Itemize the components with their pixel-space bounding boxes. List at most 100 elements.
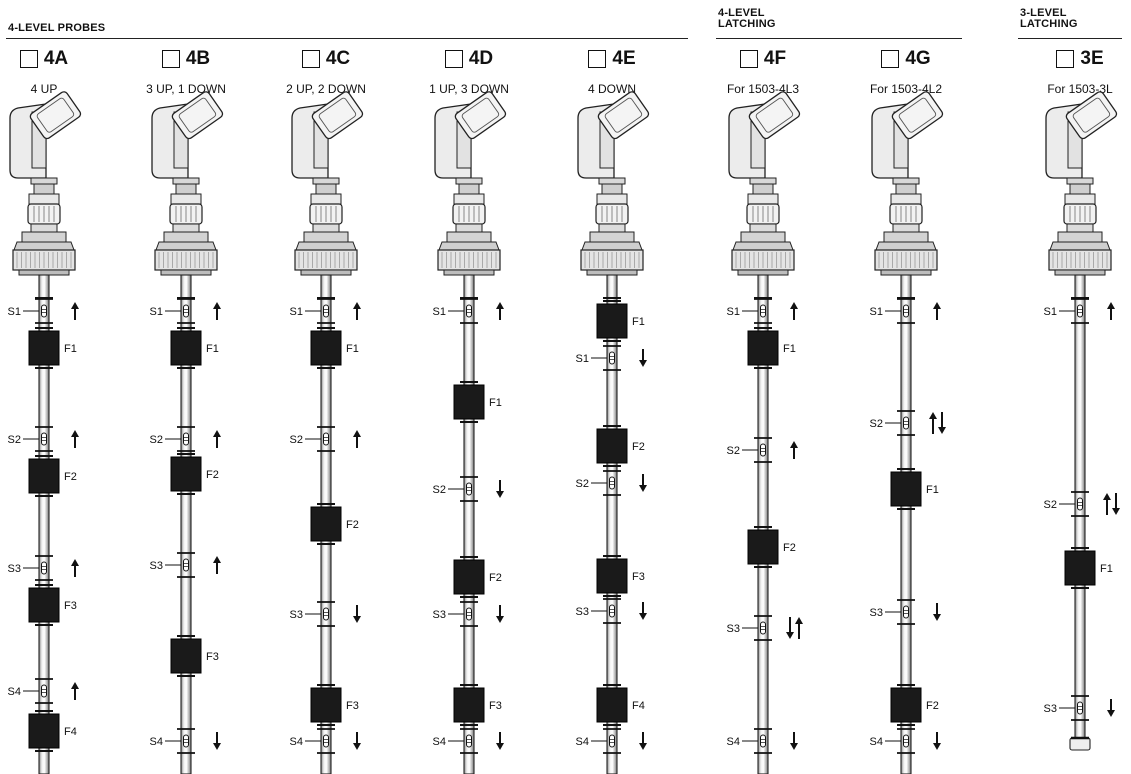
sensor-label: S1 [290, 306, 303, 318]
sensor-s3: S3 [1044, 695, 1115, 721]
option-code: 4D [468, 48, 494, 69]
sensor-label: S2 [290, 434, 303, 446]
switch-direction-arrow [496, 480, 504, 498]
float-label: F3 [206, 651, 219, 663]
option-checkbox[interactable] [1056, 50, 1075, 68]
float-f2: F2 [28, 455, 77, 497]
sensor-label: S3 [727, 623, 740, 635]
option-code: 3E [1080, 48, 1104, 69]
float-f2: F2 [310, 503, 359, 545]
group-title-4-level-latching: 4-LEVEL LATCHING [718, 7, 776, 30]
sensor-label: S4 [8, 686, 21, 698]
option-checkbox[interactable] [739, 50, 758, 68]
float-f2: F2 [890, 684, 939, 726]
float-f1: F1 [170, 327, 219, 369]
sensor-label: S1 [576, 353, 589, 365]
sensor-label: S2 [870, 418, 883, 430]
switch-direction-arrow [71, 302, 79, 320]
switch-direction-arrow [213, 556, 221, 574]
option-checkbox[interactable] [444, 50, 463, 68]
option-subtitle: 4 UP [30, 82, 58, 96]
float-label: F2 [346, 519, 359, 531]
sensor-label: S4 [150, 736, 163, 748]
option-checkbox[interactable] [881, 50, 900, 68]
switch-direction-arrow [496, 302, 504, 320]
option-code: 4G [905, 48, 931, 69]
switch-direction-arrow [639, 474, 647, 492]
switch-direction-arrow [786, 617, 803, 639]
sensor-s3: S3 [576, 598, 647, 624]
switch-direction-arrow [1107, 699, 1115, 717]
sensor-label: S1 [870, 306, 883, 318]
junction-head [151, 91, 224, 276]
junction-head [1045, 91, 1118, 276]
float-f2: F2 [596, 425, 645, 467]
sensor-s1: S1 [8, 298, 79, 324]
float-label: F1 [783, 343, 796, 355]
switch-direction-arrow [933, 732, 941, 750]
sensor-label: S4 [433, 736, 446, 748]
float-f2: F2 [747, 526, 796, 568]
option-checkbox[interactable] [161, 50, 180, 68]
sensor-s1: S1 [727, 298, 798, 324]
float-f3: F3 [28, 584, 77, 626]
option-checkbox[interactable] [588, 50, 607, 68]
float-f4: F4 [596, 684, 645, 726]
option-code: 4E [612, 48, 636, 69]
float-f3: F3 [310, 684, 359, 726]
float-label: F4 [64, 726, 77, 738]
option-checkbox[interactable] [301, 50, 320, 68]
probe-stem [38, 274, 50, 774]
float-label: F1 [926, 484, 939, 496]
probe-stem [606, 274, 618, 774]
group-title-4-level-probes: 4-LEVEL PROBES [8, 22, 106, 34]
switch-direction-arrow [639, 732, 647, 750]
float-f3: F3 [170, 635, 219, 677]
option-code: 4F [763, 48, 787, 69]
float-f1: F1 [453, 381, 502, 423]
switch-direction-arrow [71, 559, 79, 577]
float-label: F1 [64, 343, 77, 355]
float-label: F2 [783, 542, 796, 554]
switch-direction-arrow [1103, 493, 1120, 515]
float-f3: F3 [453, 684, 502, 726]
probe-stem [180, 274, 192, 774]
float-label: F2 [206, 469, 219, 481]
switch-direction-arrow [71, 682, 79, 700]
switch-direction-arrow [933, 302, 941, 320]
option-code: 4A [43, 48, 69, 69]
sensor-s4: S4 [8, 678, 79, 704]
probe-stem [757, 274, 769, 774]
sensor-label: S2 [150, 434, 163, 446]
sensor-label: S4 [290, 736, 303, 748]
probe-stem [463, 274, 475, 774]
sensor-label: S4 [870, 736, 883, 748]
sensor-label: S2 [576, 478, 589, 490]
switch-direction-arrow [353, 605, 361, 623]
sensor-s4: S4 [576, 728, 647, 754]
sensor-label: S3 [576, 606, 589, 618]
float-label: F2 [632, 441, 645, 453]
junction-head [871, 91, 944, 276]
option-checkbox[interactable] [19, 50, 38, 68]
sensor-s3: S3 [150, 552, 221, 578]
group-title-3-level-latching: 3-LEVEL LATCHING [1020, 7, 1078, 30]
sensor-s2: S2 [1044, 491, 1120, 517]
sensor-s1: S1 [290, 298, 361, 324]
junction-head [728, 91, 801, 276]
float-f1: F1 [596, 300, 645, 342]
sensor-s3: S3 [433, 601, 504, 627]
switch-direction-arrow [213, 430, 221, 448]
switch-direction-arrow [790, 302, 798, 320]
sensor-s4: S4 [150, 728, 221, 754]
sensor-s1: S1 [870, 298, 941, 324]
